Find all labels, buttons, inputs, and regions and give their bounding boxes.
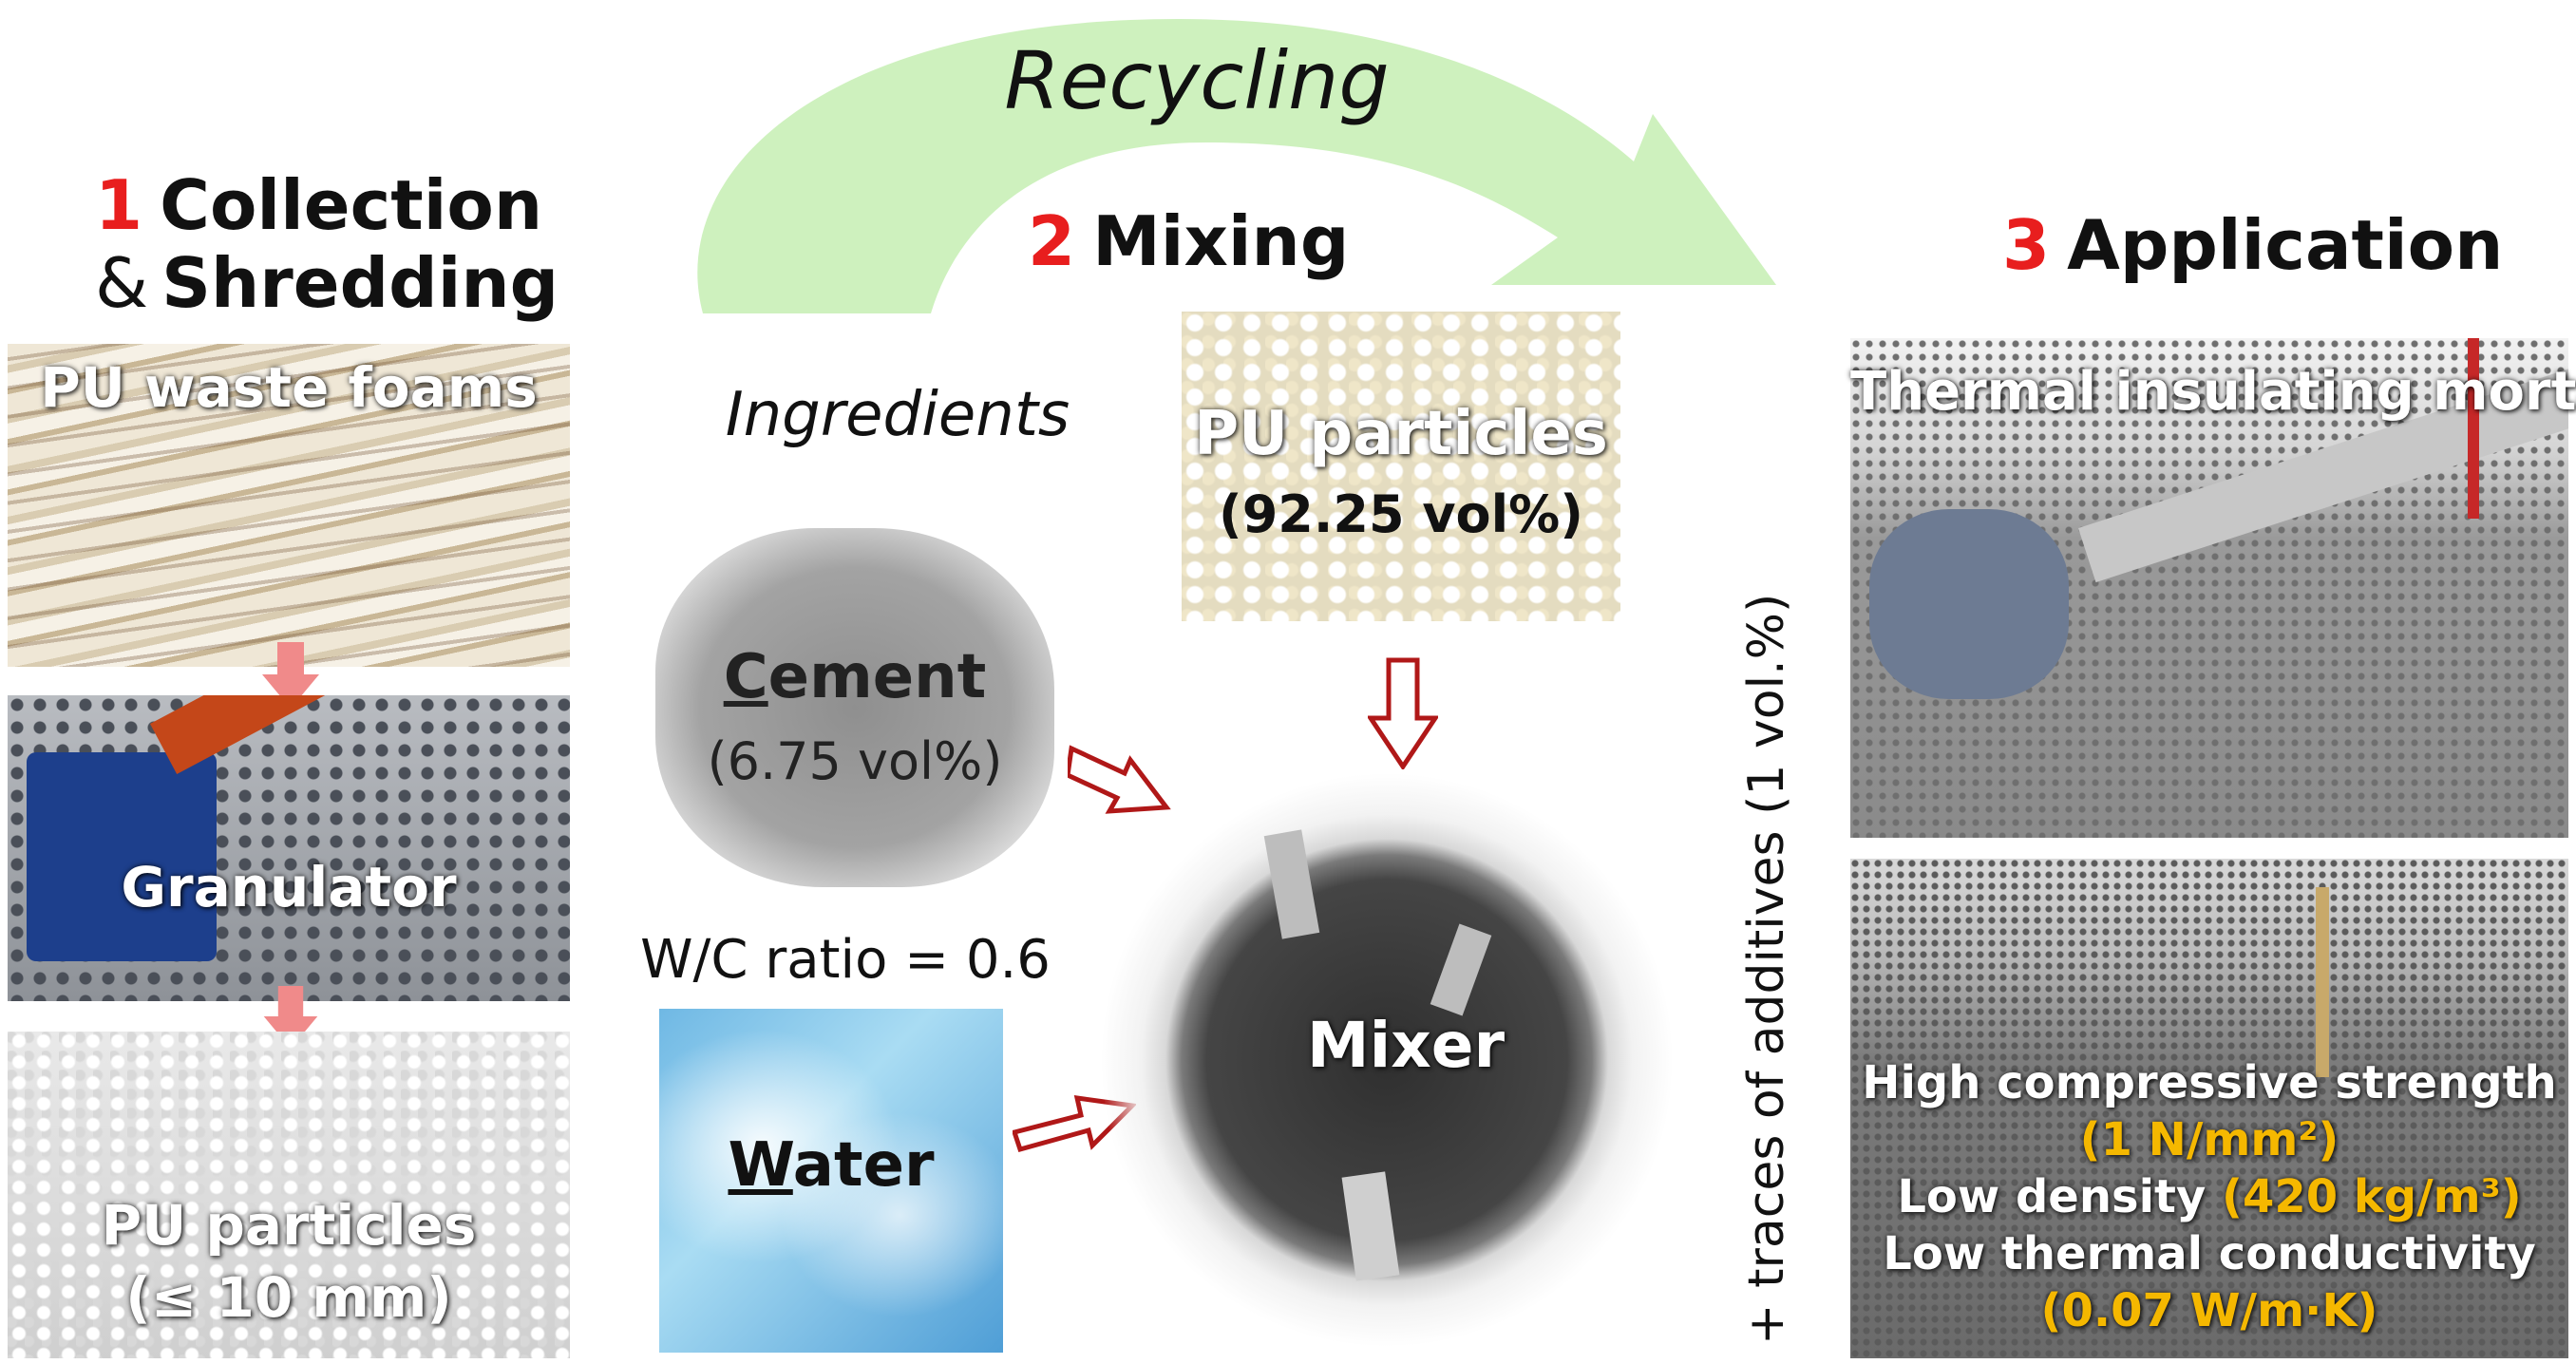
wc-ratio: W/C ratio = 0.6 bbox=[640, 929, 1051, 991]
step-1-title: Collection bbox=[160, 165, 543, 245]
cement-to-mixer-arrow-icon bbox=[1068, 745, 1171, 814]
pu-waste-foams-photo bbox=[8, 344, 570, 667]
prop-strength-value: (1 N/mm²) bbox=[2079, 1113, 2339, 1166]
mortar-laying-photo bbox=[1850, 338, 2568, 838]
red-pipe bbox=[2468, 338, 2479, 519]
pu-to-mixer-arrow-icon bbox=[1368, 657, 1438, 769]
step-3-number: 3 bbox=[2002, 205, 2051, 285]
pu-particles-size: (≤ 10 mm) bbox=[125, 1265, 452, 1330]
prop-density-value: (420 kg/m³) bbox=[2222, 1170, 2522, 1223]
cement-powder-photo bbox=[655, 528, 1054, 887]
prop-strength: High compressive strength bbox=[1862, 1056, 2557, 1109]
ingredients-label: Ingredients bbox=[725, 380, 1070, 450]
gloved-hand bbox=[1869, 509, 2069, 699]
finished-floor-photo bbox=[1850, 859, 2568, 1358]
pu-particles-hand-photo bbox=[8, 1032, 570, 1358]
step-3-title: Application bbox=[2067, 205, 2504, 285]
mixer-blade bbox=[1430, 923, 1492, 1016]
pu-particles-mixing-label: PU particles bbox=[1194, 399, 1608, 469]
cement-volume: (6.75 vol%) bbox=[707, 731, 1003, 791]
prop-conductivity-value: (0.07 W/m·K) bbox=[2040, 1284, 2378, 1337]
step-1-title-line2: Shredding bbox=[161, 243, 559, 323]
water-initial: W bbox=[728, 1130, 793, 1201]
prop-density-label: Low density bbox=[1897, 1170, 2207, 1223]
water-label: Water bbox=[659, 1130, 1003, 1201]
measuring-stick bbox=[2316, 887, 2329, 1077]
arrow-down-icon bbox=[262, 642, 319, 709]
step-1-heading-line2: &Shredding bbox=[95, 249, 559, 317]
mixer-label: Mixer bbox=[1306, 1009, 1506, 1082]
granulator-label: Granulator bbox=[121, 855, 457, 919]
cement-rest: ement bbox=[767, 642, 987, 712]
ampersand: & bbox=[95, 243, 149, 323]
pu-particles-mixing-photo bbox=[1182, 312, 1620, 621]
granulator-machine bbox=[27, 752, 217, 961]
prop-density: Low density (420 kg/m³) bbox=[1850, 1170, 2568, 1223]
granulator-photo bbox=[8, 695, 570, 1001]
step-2-title: Mixing bbox=[1092, 201, 1350, 281]
step-1-number: 1 bbox=[95, 165, 143, 245]
arrow-down-icon bbox=[263, 986, 318, 1049]
pu-particles-label: PU particles bbox=[101, 1193, 477, 1258]
pu-waste-foams-label: PU waste foams bbox=[40, 355, 538, 420]
cement-label: Cement bbox=[655, 642, 1054, 712]
additives-label: + traces of additives (1 vol.%) bbox=[1738, 593, 1795, 1345]
prop-conductivity: Low thermal conductivity bbox=[1883, 1227, 2536, 1280]
water-rest: ater bbox=[792, 1130, 935, 1201]
step-2-number: 2 bbox=[1028, 201, 1076, 281]
mixer-photo bbox=[1102, 766, 1672, 1355]
recycling-arrow-icon bbox=[697, 19, 1776, 313]
thermal-insulating-mortar-label: Thermal insulating mortar bbox=[1850, 361, 2576, 423]
granulator-feed-belt bbox=[150, 695, 345, 774]
water-photo bbox=[659, 1009, 1003, 1353]
mixer-blade bbox=[1263, 829, 1320, 939]
cement-initial: C bbox=[723, 642, 768, 712]
pu-volume: (92.25 vol%) bbox=[1219, 484, 1583, 544]
mixer-blade bbox=[1341, 1171, 1400, 1281]
recycling-title: Recycling bbox=[1004, 34, 1390, 127]
